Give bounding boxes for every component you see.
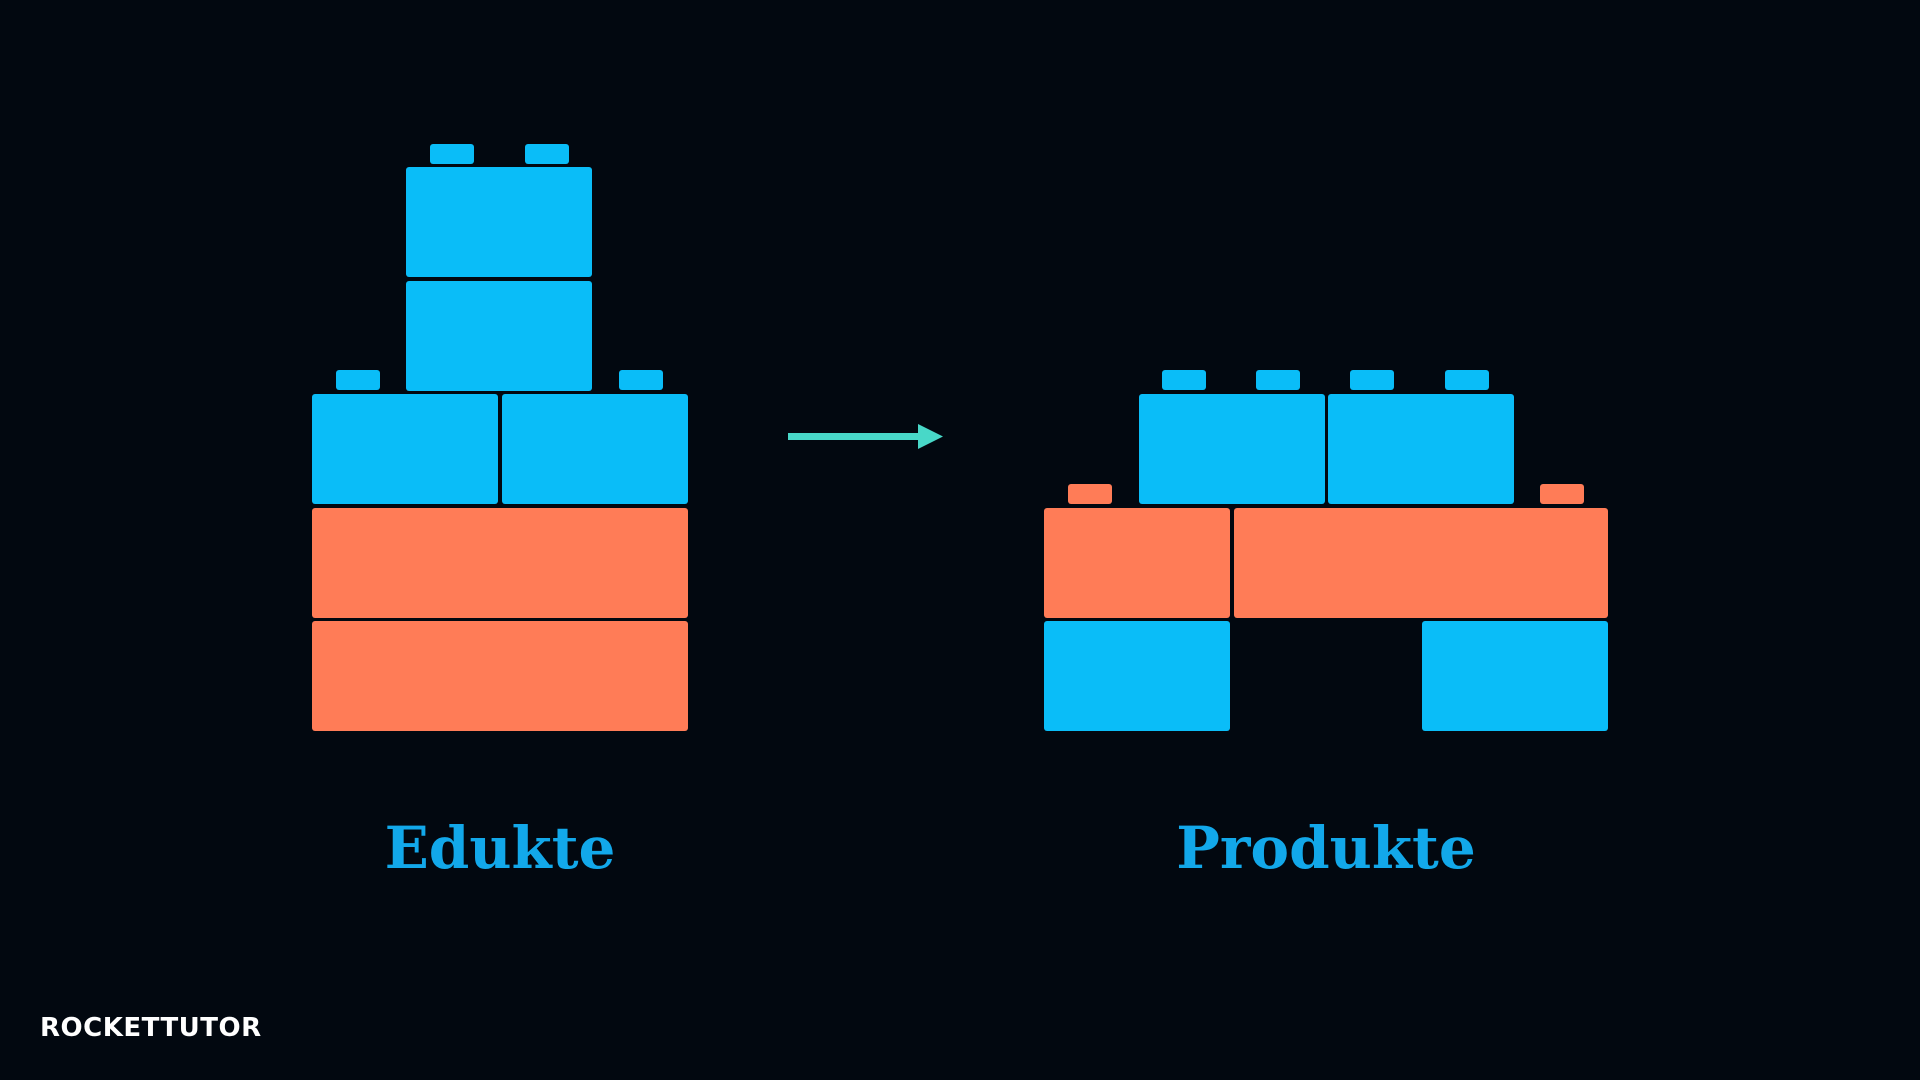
reactant-brick-orange xyxy=(312,621,688,731)
product-brick-blue xyxy=(1044,621,1230,731)
product-stud xyxy=(1256,370,1300,390)
reactant-brick-orange xyxy=(312,508,688,618)
product-brick-blue xyxy=(1422,621,1608,731)
reactant-brick-blue xyxy=(312,394,498,504)
product-bricks xyxy=(1044,370,1608,731)
product-stud xyxy=(1540,484,1584,504)
reactant-stud xyxy=(430,144,474,164)
product-brick-blue xyxy=(1139,394,1325,504)
product-brick-orange xyxy=(1044,508,1230,618)
logo-wordmark: ROCKETTUTOR xyxy=(40,1013,262,1043)
reactant-stud xyxy=(619,370,663,390)
reactant-brick-blue xyxy=(406,167,592,277)
reactants-label: Edukte xyxy=(384,814,616,882)
product-stud xyxy=(1068,484,1112,504)
product-stud xyxy=(1162,370,1206,390)
arrow-right-icon xyxy=(788,424,943,449)
reactant-stud xyxy=(336,370,380,390)
reactant-stud xyxy=(525,144,569,164)
product-brick-blue xyxy=(1328,394,1514,504)
reactant-brick-blue xyxy=(406,281,592,391)
reactant-brick-blue xyxy=(502,394,688,504)
product-stud xyxy=(1350,370,1394,390)
rockettutor-logo: ROCKETTUTOR xyxy=(40,1010,262,1046)
reactant-bricks xyxy=(312,144,688,731)
product-brick-orange xyxy=(1234,508,1608,618)
products-label: Produkte xyxy=(1176,814,1476,882)
product-stud xyxy=(1445,370,1489,390)
